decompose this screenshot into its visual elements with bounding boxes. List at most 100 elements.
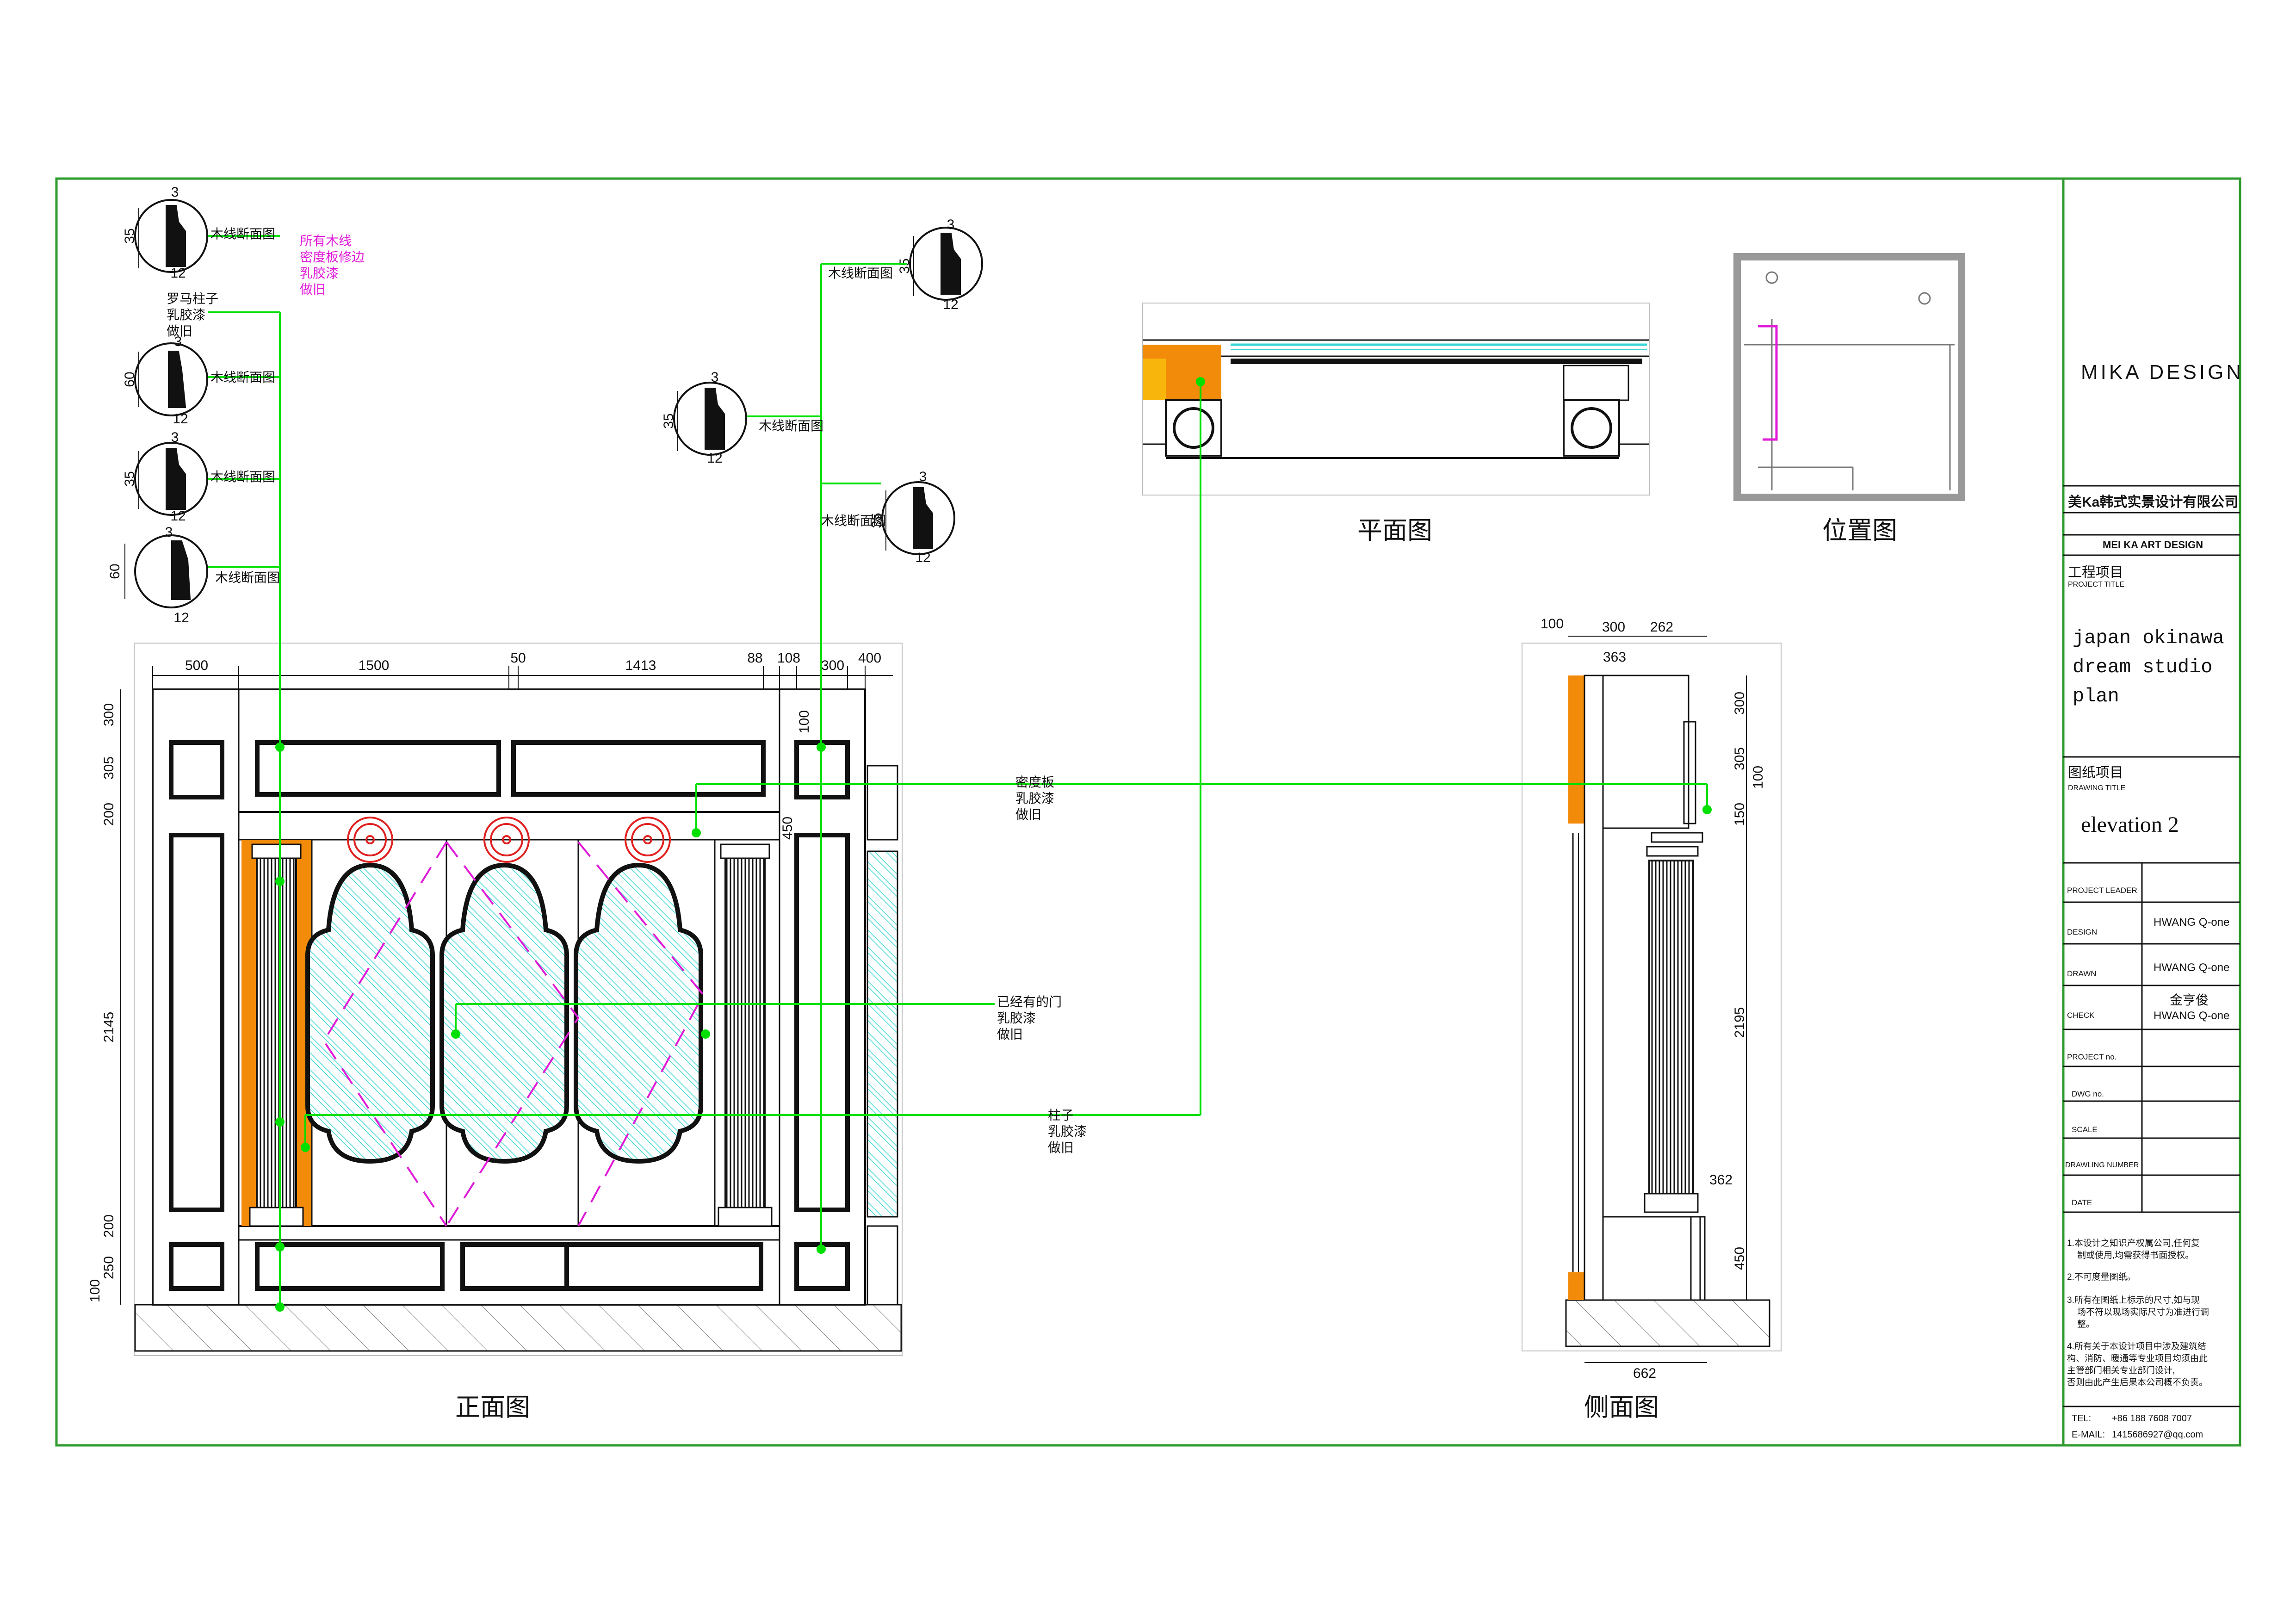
callout-door-2: 乳胶漆 <box>997 1011 1036 1025</box>
dim-side-top-1: 100 <box>1541 616 1564 632</box>
profile-6 <box>673 382 747 456</box>
profile-5-t: 3 <box>947 217 955 232</box>
profile-2 <box>134 342 208 416</box>
callout-column-3: 做旧 <box>1048 1140 1074 1155</box>
project-title-1: japan okinawa <box>2073 627 2224 649</box>
profile-4 <box>124 534 208 608</box>
callout-mdf-3: 做旧 <box>1015 807 1041 822</box>
callout-all-molding-1: 所有木线 <box>300 234 352 248</box>
dim-front-top-5: 88 <box>747 650 762 666</box>
dim-front-left-2: 305 <box>101 756 117 780</box>
dim-side-right-small: 100 <box>1751 766 1766 789</box>
profile-4-w: 12 <box>173 610 189 626</box>
profile-7-h: 35 <box>869 513 885 528</box>
callout-roman-column-1: 罗马柱子 <box>167 291 218 306</box>
dim-side-top-3: 262 <box>1650 619 1673 635</box>
note-4a: 4.所有关于本设计项目中涉及建筑结 <box>2067 1342 2206 1351</box>
dim-front-top-3: 50 <box>510 650 526 666</box>
callout-molding-1: 木线断面图 <box>210 227 275 241</box>
profile-3-h: 35 <box>122 471 137 486</box>
project-title-3: plan <box>2073 685 2119 707</box>
profile-3 <box>134 442 208 516</box>
profile-1-t: 3 <box>171 185 179 200</box>
dim-front-inner-1: 100 <box>797 710 812 733</box>
dim-side-right-3: 150 <box>1732 803 1747 826</box>
project-title-2: dream studio <box>2073 656 2213 678</box>
row-label-drawn: DRAWN <box>2067 969 2097 978</box>
email-value: 1415686927@qq.com <box>2112 1430 2203 1440</box>
callout-molding-7: 木线断面图 <box>821 514 886 528</box>
dim-side-right-5: 450 <box>1732 1247 1747 1270</box>
project-label-cn: 工程项目 <box>2068 565 2123 580</box>
note-2: 2.不可度量图纸。 <box>2067 1272 2136 1282</box>
dim-front-left-4: 2145 <box>101 1012 117 1043</box>
callout-column-1: 柱子 <box>1048 1108 1074 1122</box>
profile-2-h: 60 <box>122 372 137 387</box>
dim-front-left-1: 300 <box>101 703 117 726</box>
row-label-check: CHECK <box>2067 1011 2095 1020</box>
note-3a: 3.所有在图纸上标示的尺寸,如与现 <box>2067 1295 2200 1305</box>
row-value-drawn: HWANG Q-one <box>2154 961 2230 974</box>
front-elevation: 500 1500 50 1413 88 108 300 400 300 305 … <box>87 643 903 1356</box>
profile-3-w: 12 <box>170 508 186 524</box>
callout-roman-column-2: 乳胶漆 <box>167 308 205 322</box>
profile-7 <box>881 481 955 555</box>
profile-4-t: 3 <box>165 525 173 540</box>
profile-6-t: 3 <box>711 370 719 385</box>
dim-front-top-2: 1500 <box>359 658 390 673</box>
view-title-location: 位置图 <box>1822 517 1897 545</box>
note-4c: 主管部门相关专业部门设计, <box>2067 1366 2175 1375</box>
profile-2-t: 3 <box>174 334 182 349</box>
side-elevation: 100 300 262 363 362 662 300 305 150 2195… <box>1522 616 1782 1381</box>
row-value-check: 金亨俊 <box>2170 993 2209 1007</box>
dim-front-top-7: 300 <box>821 658 844 673</box>
dim-side-bottom: 662 <box>1633 1366 1656 1381</box>
dim-side-top-2: 300 <box>1602 619 1625 635</box>
plan-view <box>1142 303 1650 496</box>
view-title-front: 正面图 <box>455 1394 530 1421</box>
mirror-1 <box>305 862 435 1164</box>
plan-orange-2 <box>1143 359 1166 400</box>
dim-front-left-6: 250 <box>101 1256 117 1279</box>
note-4b: 构、消防、暖通等专业项目均须由此 <box>2067 1354 2208 1363</box>
row-label-project-leader: PROJECT LEADER <box>2067 886 2137 895</box>
note-1b: 制或使用,均需获得书面授权。 <box>2077 1251 2194 1260</box>
profile-3-t: 3 <box>171 430 179 445</box>
profile-5-w: 12 <box>943 297 958 312</box>
callout-mdf-1: 密度板 <box>1015 775 1054 789</box>
profile-6-w: 12 <box>707 451 722 466</box>
location-view <box>1733 253 1965 501</box>
callout-all-molding-4: 做旧 <box>300 282 326 297</box>
row-label-design: DESIGN <box>2067 928 2098 936</box>
molding-profiles <box>124 199 983 608</box>
leader-dots <box>275 377 1712 1312</box>
project-label-en: PROJECT TITLE <box>2068 581 2125 588</box>
callout-door-3: 做旧 <box>997 1027 1023 1041</box>
profile-2-w: 12 <box>173 411 188 427</box>
row-label-scale: SCALE <box>2072 1125 2098 1134</box>
leader-lines <box>208 235 1708 1307</box>
dim-front-top-4: 1413 <box>625 658 656 673</box>
side-orange-bottom <box>1568 1272 1584 1300</box>
profile-1-w: 12 <box>170 266 186 281</box>
side-orange-top <box>1568 675 1584 824</box>
dim-side-right-4: 2195 <box>1732 1007 1747 1038</box>
dim-front-left-5: 200 <box>101 1214 117 1238</box>
profile-1 <box>134 199 208 273</box>
dim-front-left-3: 200 <box>101 803 117 826</box>
profile-6-h: 35 <box>661 413 676 428</box>
callout-column-2: 乳胶漆 <box>1048 1124 1087 1139</box>
row-value-design: HWANG Q-one <box>2154 916 2230 929</box>
note-3b: 场不符以现场实际尺寸为准进行调 <box>2077 1307 2209 1317</box>
drawing-title: elevation 2 <box>2081 812 2179 837</box>
company-en: MEI KA ART DESIGN <box>2103 539 2203 551</box>
drawing-label-en: DRAWING TITLE <box>2068 784 2126 792</box>
note-3c: 整。 <box>2077 1319 2095 1329</box>
callout-all-molding-2: 密度板修边 <box>300 250 365 264</box>
dim-front-left-7: 100 <box>87 1279 103 1302</box>
company-cn: 美Ka韩式实景设计有限公司 <box>2068 495 2239 510</box>
dim-side-top-4: 363 <box>1603 650 1626 665</box>
row-label-dwg-no: DWG no. <box>2072 1090 2104 1098</box>
view-title-plan: 平面图 <box>1357 517 1432 545</box>
profile-5-h: 35 <box>897 258 912 273</box>
